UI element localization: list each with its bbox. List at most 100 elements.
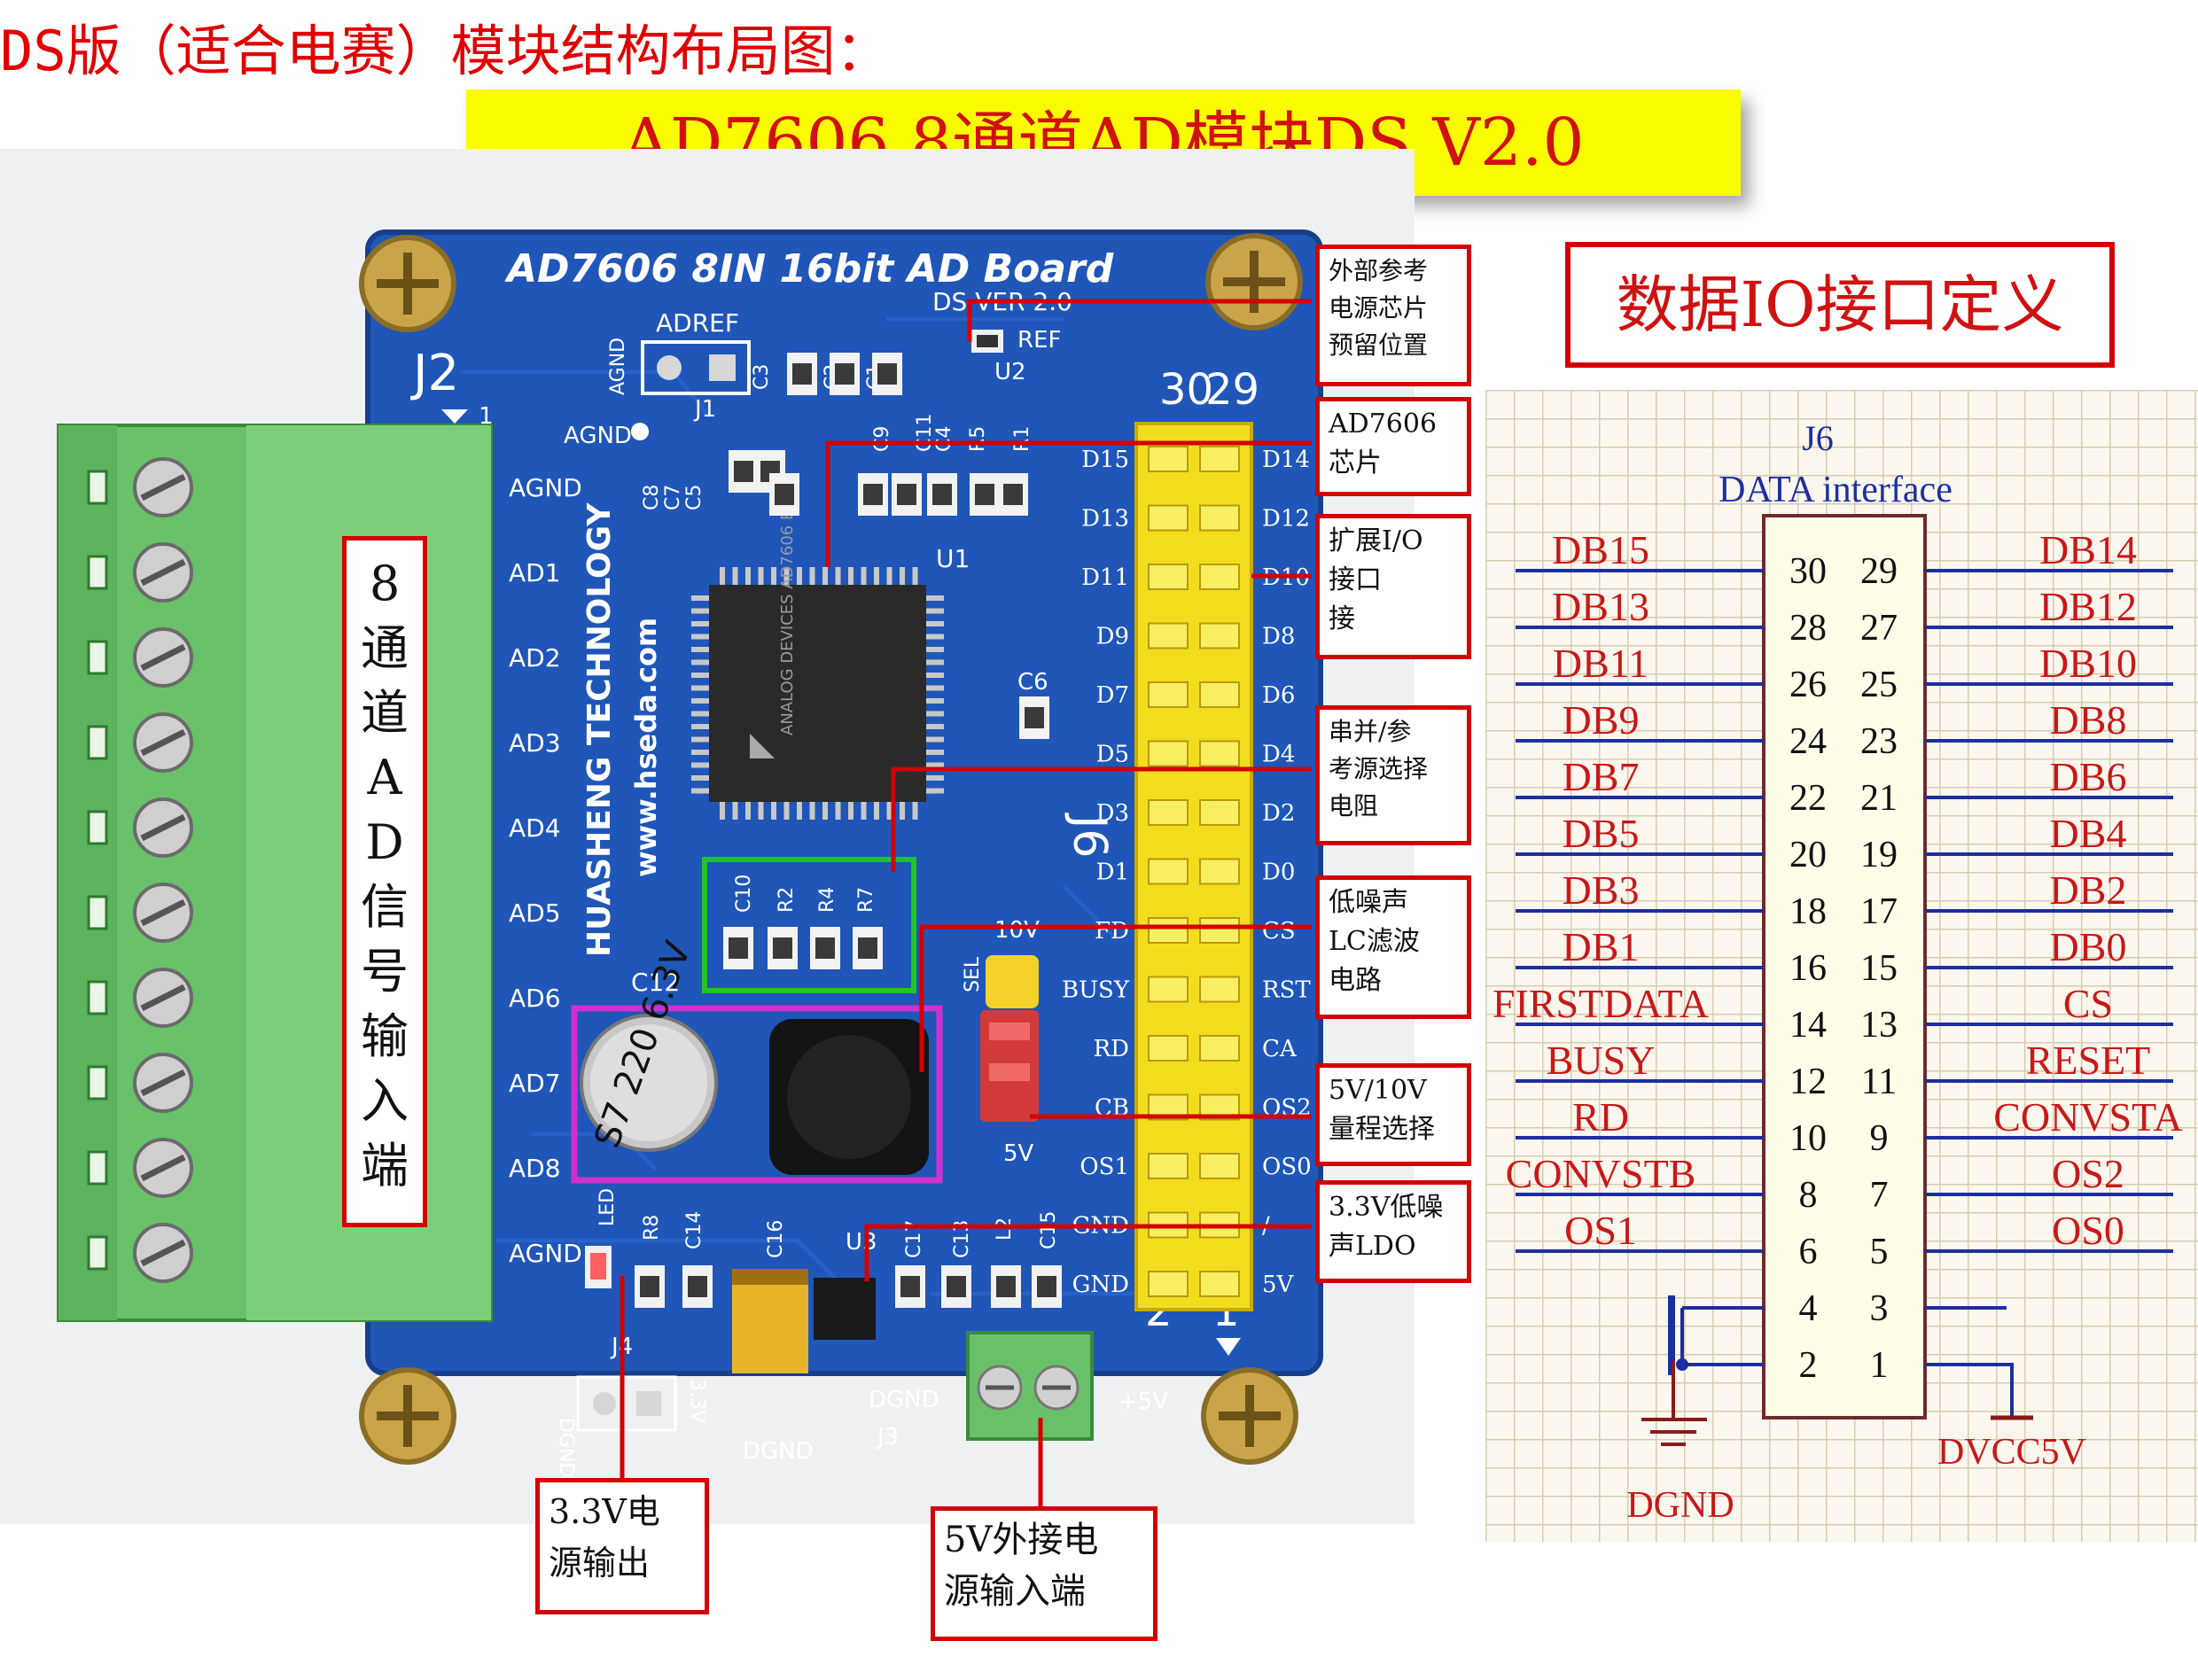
j6-pin-header xyxy=(1134,422,1253,1311)
input-pin-label: AD7 xyxy=(509,1069,561,1098)
schematic-signal-right: DB14 xyxy=(2039,527,2137,572)
pin1-marker-icon xyxy=(441,409,468,424)
l2-ref: L2 xyxy=(994,1217,1016,1241)
smd-c13 xyxy=(941,1265,971,1308)
schematic-signal-left: DB15 xyxy=(1552,527,1649,572)
schematic-signal-left: FIRSTDATA xyxy=(1493,981,1709,1026)
header-right-label: D2 xyxy=(1262,800,1295,827)
c3-ref: C3 xyxy=(751,364,773,390)
schematic-pin-number: 16 xyxy=(1789,948,1827,989)
schematic-pin-number: 12 xyxy=(1789,1062,1827,1102)
board-top-text: AD7606 8IN 16bit AD Board xyxy=(504,246,1114,292)
smd-c9 xyxy=(858,473,888,516)
schematic-pin-number: 7 xyxy=(1870,1175,1889,1216)
header-left-label: BUSY xyxy=(1062,977,1130,1004)
tantalum-capacitor xyxy=(732,1269,808,1373)
schematic-signal-left: DB5 xyxy=(1563,811,1640,856)
schematic-signal-right: DB10 xyxy=(2039,641,2137,686)
schematic-signal-left: DB11 xyxy=(1553,641,1648,686)
header-pin xyxy=(1148,446,1189,472)
header-left-label: D5 xyxy=(1096,742,1129,768)
smd-r8 xyxy=(635,1265,665,1308)
header-pin xyxy=(1199,1035,1240,1062)
header-right-label: D6 xyxy=(1262,682,1295,709)
huasheng-text: HUASHENG TECHNOLOGY xyxy=(581,502,618,957)
header-pin xyxy=(1199,504,1240,532)
input-note-box: 8通道AD信号输入端 xyxy=(342,536,427,1227)
agnd-test-pad xyxy=(631,423,649,440)
schematic-pin-number: 26 xyxy=(1789,665,1827,705)
note-range-sel: 5V/10V 量程选择 xyxy=(1315,1063,1471,1166)
page-title: DS版（适合电赛）模块结构布局图： xyxy=(0,19,891,83)
schematic-signal-right: DB4 xyxy=(2050,811,2127,856)
terminal-screw xyxy=(87,797,193,858)
power-led xyxy=(585,1246,612,1288)
connector-body xyxy=(1762,514,1927,1419)
schematic-pin-number: 23 xyxy=(1860,721,1898,762)
schematic-signal-left: BUSY xyxy=(1547,1038,1656,1083)
header-pin xyxy=(1148,622,1189,649)
pin1-marker-icon-j6 xyxy=(1216,1338,1241,1356)
c5-ref: C5 xyxy=(683,485,705,510)
smd-r1 xyxy=(998,473,1028,516)
schematic-pin-number: 13 xyxy=(1860,1005,1898,1046)
note-ser-par: 串并/参 考源选择 电阻 xyxy=(1315,705,1471,845)
schematic-signal-right: DB12 xyxy=(2039,584,2137,629)
sel-label: SEL xyxy=(962,956,984,992)
schematic-signal-right: OS0 xyxy=(2052,1208,2124,1253)
r7-ref: R7 xyxy=(855,887,877,913)
schematic-pin-number: 29 xyxy=(1860,551,1898,592)
input-pin-label: AGND xyxy=(509,1239,582,1268)
schematic-pin-number: 28 xyxy=(1789,608,1827,649)
header-pin xyxy=(1199,1271,1240,1297)
10v-label: 10V xyxy=(994,917,1040,944)
ldo-u3 xyxy=(814,1278,876,1340)
ad7606-chip: ANALOG DEVICES AD7606 BSTZ xyxy=(691,478,944,820)
schematic-pin-number: 9 xyxy=(1870,1118,1889,1159)
ref-chip-u2 xyxy=(971,330,1003,353)
c11-ref: C11 xyxy=(914,414,936,452)
terminal-screw xyxy=(87,542,193,603)
schematic-pin-number: 11 xyxy=(1861,1062,1897,1102)
smd-r2 xyxy=(768,927,798,969)
schematic-pin-number: 21 xyxy=(1860,778,1898,819)
note-5v-input: 5V外接电 源输入端 xyxy=(931,1506,1157,1641)
j6-pin30-label: 30 xyxy=(1159,365,1213,415)
dgnd-bottom-label: DGND xyxy=(743,1438,814,1465)
schematic-pin-number: 1 xyxy=(1870,1345,1889,1386)
terminal-screw xyxy=(87,627,193,688)
input-pin-label: AD3 xyxy=(509,728,561,758)
header-pin xyxy=(1148,681,1189,708)
header-pin xyxy=(1148,504,1189,532)
schematic-signal-right: DB0 xyxy=(2050,924,2127,969)
note-ref-chip: 外部参考 电源芯片 预留位置 xyxy=(1315,245,1471,386)
silkscreen-labels: AD7606 8IN 16bit AD Board DS VER 2.0 J2 … xyxy=(410,246,1312,1477)
r5-ref: R5 xyxy=(967,426,989,452)
dgnd-j3-label: DGND xyxy=(869,1387,939,1413)
smd-c17 xyxy=(895,1265,925,1308)
j4-dgnd-label: DGND xyxy=(555,1418,577,1477)
r8-ref: R8 xyxy=(641,1215,663,1241)
schematic-signal-right: DB8 xyxy=(2050,697,2127,743)
url-text: www.hseda.com xyxy=(629,618,663,877)
schematic-signal-left: DB7 xyxy=(1563,754,1640,799)
header-right-label: CS xyxy=(1262,918,1296,945)
schematic-signal-left: RD xyxy=(1572,1094,1629,1139)
analog-devices-logo-icon xyxy=(750,734,775,758)
smd-r5 xyxy=(970,473,1000,516)
terminal-screw xyxy=(87,968,193,1028)
header-right-label: 5V xyxy=(1262,1272,1295,1298)
header-right-label: D14 xyxy=(1262,447,1310,473)
schematic-signal-right: DB2 xyxy=(2050,867,2127,913)
mounting-screw-bl xyxy=(359,1367,456,1465)
schematic-signal-right: CONVSTA xyxy=(1993,1094,2183,1139)
schematic-pin-number: 10 xyxy=(1789,1118,1827,1159)
header-pin xyxy=(1199,740,1240,767)
5v-label: 5V xyxy=(1003,1140,1034,1167)
header-left-label: D9 xyxy=(1096,624,1129,650)
c10-ref: C10 xyxy=(733,875,755,913)
note-3v3-output: 3.3V电 源输出 xyxy=(535,1478,709,1614)
gnd-net: DGND xyxy=(1626,1295,1764,1526)
schematic-signal-left: DB9 xyxy=(1563,697,1640,743)
